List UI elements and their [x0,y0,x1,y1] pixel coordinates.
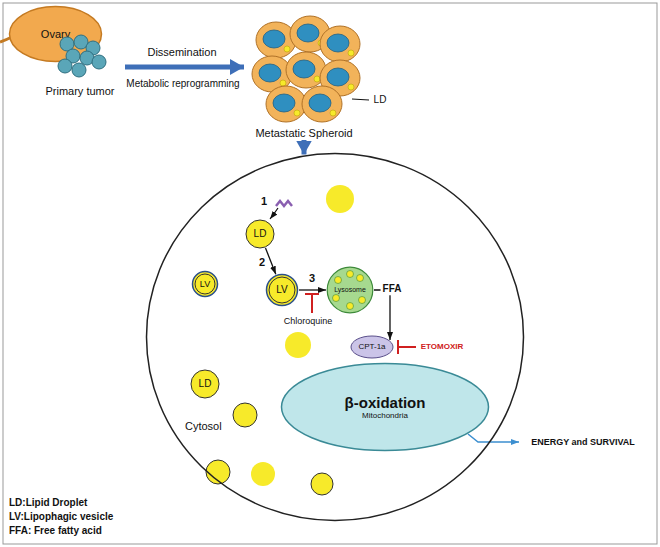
cell-outline [145,152,525,522]
lipid-droplet [326,185,354,213]
vesicle-membrane [195,274,215,294]
spheroid-cell [266,86,306,122]
lipid-droplet [285,332,311,358]
lipid-droplet [251,462,275,486]
mitochondria: β-oxidationMitochondria [280,362,490,452]
lipid-fragment [347,271,354,278]
lipid-droplet [348,50,354,56]
frame [3,3,657,544]
node-text: LD [199,378,212,390]
connector-arrow [302,140,307,155]
edge-label: FFA [381,283,404,295]
node-text: CPT-1a [358,342,385,351]
lipophagic-vesicle-shape [267,275,298,306]
step-arrow [270,208,278,219]
cell-nucleus [327,34,349,52]
lipid-droplet [311,473,333,495]
node-text: Metastatic Spheroid [255,127,352,140]
vesicle-membrane [269,277,295,303]
spheroid-cell [320,26,360,62]
lipid-droplet: LD [190,369,220,399]
edge-label: Dissemination [147,46,216,59]
drug-label: ETOMOXIR [421,342,464,351]
node-text: Primary tumor [45,85,114,98]
lipophagic-vesicle: LV [265,273,299,307]
lipid-droplet [284,46,290,52]
cell-nucleus [327,68,349,86]
cell-nucleus [263,30,285,48]
edge-label: 2 [259,256,265,269]
node-text: LD [254,228,267,240]
spheroid-cell [286,52,326,88]
lipophagic-vesicle: LV [191,270,219,298]
node-text: Mitochondria [362,411,408,420]
lipid-droplet-shape [246,220,274,248]
drug-label: Chloroquine [284,316,333,326]
inhibition-mark [398,340,416,354]
cell-nucleus [309,94,331,112]
legend: LD:Lipid DropletLV:Lipophagic vesicleFFA… [9,496,113,538]
lipid-droplet-shape [191,370,219,398]
connector-arrow [374,290,390,340]
leader-line [352,99,369,100]
spheroid-cell [302,86,342,122]
cell-shape [147,154,524,521]
callout-number: 1 [261,195,267,208]
process-label: Metabolic reprogramming [126,78,239,90]
part-label: LD [374,94,387,106]
tumor-cell [92,55,106,69]
cell-nucleus [293,60,315,78]
node-text: Cytosol [185,420,222,433]
tumor-cell [72,63,86,77]
node-text: β-oxidation [345,394,426,411]
tumor-cell [58,59,72,73]
connector-arrow [266,248,276,274]
cell-nucleus [273,94,295,112]
lysosome-shape [327,267,373,313]
lipid-droplet [330,110,336,116]
cell: Cytosol LD LV LysosomeCPT-1a β-oxidationMito… [145,152,525,522]
connector-arrow [125,65,244,70]
lipophagic-vesicle-shape [193,272,218,297]
lipid-droplet [233,403,257,427]
connector-arrow [299,289,326,290]
lipid-droplet [348,84,354,90]
lipid-fragment [359,297,366,304]
enzyme-symbol [276,201,292,206]
legend-entry: FFA: Free fatty acid [9,524,113,538]
inhibition-mark [305,294,319,313]
node-text: Lysosome [334,286,366,294]
mitochondria-shape [282,364,489,451]
node-text: LV [200,279,210,289]
cpt-1a-shape [351,336,393,358]
cell-nucleus [297,24,319,42]
output-label: ENERGY and SURVIVAL [531,437,635,447]
legend-entry: LV:Lipophagic vesicle [9,510,113,524]
lipid-droplet [294,110,300,116]
lipid-fragment [357,275,364,282]
lipid-fragment [347,303,354,310]
edge-label: 3 [309,272,315,285]
cell-nucleus [259,64,281,82]
lipid-droplet [314,76,320,82]
node-text: LV [276,284,288,296]
lipid-fragment [333,295,340,302]
legend-entry: LD:Lipid Droplet [9,496,113,510]
lipid-droplet: LD [245,219,275,249]
metastatic-spheroid: Metastatic Spheroid [244,12,364,140]
spheroid-cell [256,22,296,58]
lysosome: Lysosome [326,266,374,314]
lipid-droplet [280,80,286,86]
primary-tumor: Primary tumor [35,36,125,98]
metastatic-spheroid-outline [244,12,364,140]
cpt-1a: CPT-1a [350,335,394,359]
lipid-fragment [335,277,342,284]
